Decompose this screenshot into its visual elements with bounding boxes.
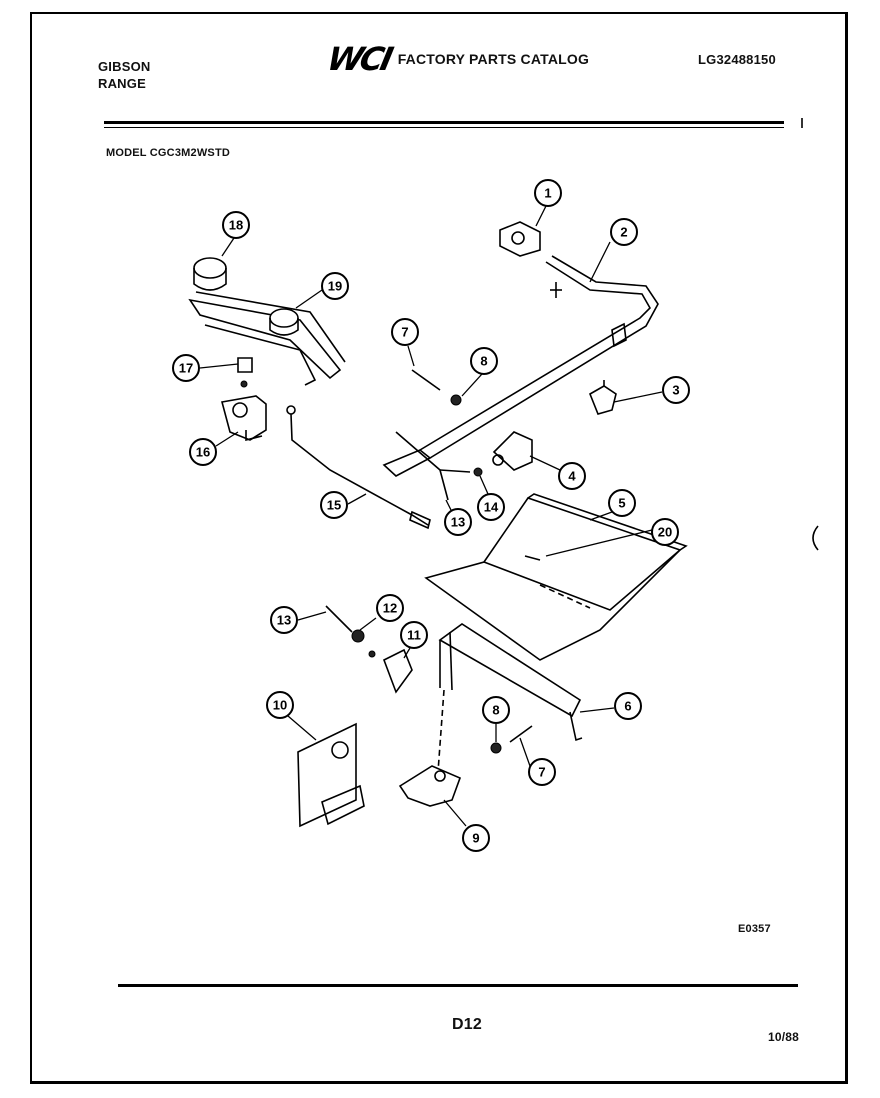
svg-text:8: 8 [492,703,499,718]
callout-15: 15 [320,491,348,519]
callout-13-upper: 13 [444,508,472,536]
svg-text:15: 15 [327,498,341,513]
gas-manifold-pipe [382,255,659,477]
svg-text:9: 9 [472,831,479,846]
header-rule-thin [104,127,784,128]
oven-burner [438,623,583,742]
catalog-title: FACTORY PARTS CATALOG [397,51,590,67]
footer-rule [118,984,798,987]
callout-19: 19 [321,272,349,300]
callout-8-upper: 8 [470,347,498,375]
callout-20: 20 [651,518,679,546]
header-rule [104,121,784,124]
svg-text:3: 3 [672,383,679,398]
scan-mark [812,525,819,551]
svg-text:12: 12 [383,601,397,616]
svg-text:17: 17 [179,361,193,376]
callout-18: 18 [222,211,250,239]
oven-valve [492,431,533,471]
callout-17: 17 [172,354,200,382]
svg-text:2: 2 [620,225,627,240]
top-burner-assembly [188,257,346,386]
svg-text:18: 18 [229,218,243,233]
svg-text:8: 8 [480,354,487,369]
svg-text:7: 7 [538,765,545,780]
thermocouple-tube [286,405,431,530]
svg-text:5: 5 [618,496,625,511]
product-type: RANGE [98,76,146,91]
oven-safety-valve [398,765,462,807]
catalog-logo: WCI FACTORY PARTS CATALOG [324,40,590,78]
page-border [30,12,848,1084]
callout-4: 4 [558,462,586,490]
svg-text:13: 13 [277,613,291,628]
svg-text:11: 11 [407,628,421,643]
diagram-code: E0357 [738,923,771,935]
nut-upper [450,394,462,406]
brand-block: GIBSON RANGE [98,58,150,92]
screw-upper [411,369,441,391]
brand-name: GIBSON [98,59,151,74]
svg-text:6: 6 [624,699,631,714]
burner-valve [588,380,617,415]
burner-valve-mount [221,395,267,442]
callout-11: 11 [400,621,428,649]
svg-text:19: 19 [328,279,342,294]
screw-lower [509,725,533,743]
callout-16: 16 [189,438,217,466]
callout-12: 12 [376,594,404,622]
callout-13-lower: 13 [270,606,298,634]
svg-text:14: 14 [484,500,499,515]
callout-6: 6 [614,692,642,720]
svg-text:16: 16 [196,445,210,460]
callout-10: 10 [266,691,294,719]
callout-8-lower: 8 [482,696,510,724]
alignment-line [437,689,445,773]
callout-2: 2 [610,218,638,246]
nut-lower [490,742,502,754]
svg-text:20: 20 [658,525,672,540]
valve-mounting-bracket [297,722,365,828]
svg-text:4: 4 [568,469,576,484]
callout-14: 14 [477,493,505,521]
svg-text:7: 7 [401,325,408,340]
svg-text:10: 10 [273,698,287,713]
callout-9: 9 [462,824,490,852]
igniter-assembly [325,605,413,694]
leader-lines [199,205,663,827]
svg-text:1: 1 [544,186,551,201]
catalog-number: LG32488150 [698,52,776,67]
callout-5: 5 [608,489,636,517]
page-number: D12 [452,1016,482,1033]
orifice-fitting [395,431,483,501]
catalog-date: 10/88 [768,1030,800,1044]
callout-7-lower: 7 [528,758,556,786]
callout-1: 1 [534,179,562,207]
callout-3: 3 [662,376,690,404]
svg-text:13: 13 [451,515,465,530]
model-number: MODEL CGC3M2WSTD [106,147,231,159]
gas-regulator [499,221,541,257]
callout-7-upper: 7 [391,318,419,346]
burner-bracket [237,357,253,388]
